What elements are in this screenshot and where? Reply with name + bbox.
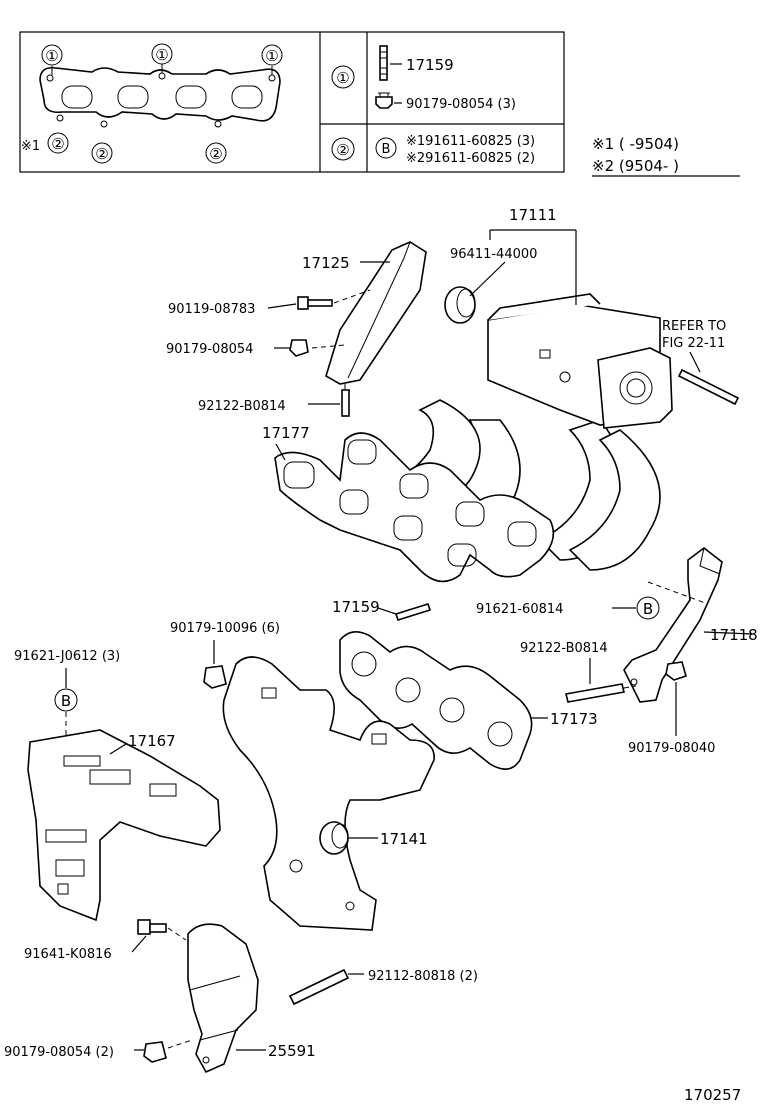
legend-row1-mark: ① bbox=[336, 69, 349, 87]
label-17141: 17141 bbox=[380, 830, 428, 848]
legend-row1-stud: 17159 bbox=[406, 56, 454, 74]
legend-mark-2-mid: ② bbox=[95, 145, 108, 163]
label-96411-44000: 96411-44000 bbox=[450, 247, 537, 262]
legend-row2-b: B bbox=[382, 142, 391, 157]
intake-gasket-17177 bbox=[274, 432, 555, 583]
label-fig-22-11: FIG 22-11 bbox=[662, 336, 725, 351]
nut-90179-a bbox=[289, 339, 309, 357]
label-92112-80818: 92112-80818 (2) bbox=[368, 969, 478, 984]
legend-row2-a: ※191611-60825 (3) bbox=[406, 134, 535, 149]
label-17167: 17167 bbox=[128, 732, 176, 750]
legend-row2-b-text: ※291611-60825 (2) bbox=[406, 151, 535, 166]
legend-circled-marks: ① ① ① ※1 ② ② ② bbox=[21, 43, 283, 164]
label-92122-b0814-a: 92122-B0814 bbox=[198, 399, 286, 414]
note-star2: ※2 (9504- ) bbox=[592, 157, 679, 175]
label-91621-j0612: 91621-J0612 (3) bbox=[14, 649, 120, 664]
label-90119-08783: 90119-08783 bbox=[168, 302, 255, 317]
bolt-91641 bbox=[137, 919, 167, 935]
bolt-90119 bbox=[297, 296, 333, 310]
stud-17159 bbox=[394, 603, 432, 621]
note-star1: ※1 ( -9504) bbox=[592, 135, 679, 153]
heat-insulator-17167 bbox=[27, 729, 221, 922]
legend-mark-2-right: ② bbox=[209, 145, 222, 163]
label-90179-08040: 90179-08040 bbox=[628, 741, 715, 756]
label-90179-08054-2: 90179-08054 (2) bbox=[4, 1045, 114, 1060]
figure-number: 170257 bbox=[684, 1086, 741, 1104]
stud-icon bbox=[379, 45, 388, 81]
plug-96411 bbox=[444, 286, 476, 324]
label-25591: 25591 bbox=[268, 1042, 316, 1060]
legend-mark-2-left: ② bbox=[51, 135, 64, 153]
marker-b-1: B bbox=[643, 600, 653, 618]
nut-icon bbox=[375, 92, 393, 109]
legend-mark-1-tr: ① bbox=[265, 47, 278, 65]
label-17173: 17173 bbox=[550, 710, 598, 728]
label-90179-10096: 90179-10096 (6) bbox=[170, 621, 280, 636]
label-17177: 17177 bbox=[262, 424, 310, 442]
stud-92112 bbox=[288, 968, 350, 1006]
legend-gasket-drawing bbox=[39, 64, 281, 128]
manifold-stay-17125 bbox=[325, 241, 427, 385]
marker-b-2: B bbox=[61, 692, 71, 710]
legend-table: ① ① ① ※1 ② ② ② ① 17159 bbox=[19, 31, 565, 173]
stud-92122-b bbox=[565, 683, 625, 703]
manifold-bracket-17118 bbox=[623, 546, 723, 703]
label-91621-60814: 91621-60814 bbox=[476, 602, 563, 617]
stud-92122-a bbox=[341, 389, 350, 417]
heat-insulator-25591 bbox=[187, 923, 259, 1074]
label-92122-b0814-b: 92122-B0814 bbox=[520, 641, 608, 656]
label-refer-to: REFER TO bbox=[662, 319, 726, 334]
nut-90179-d bbox=[143, 1041, 167, 1063]
legend-mark-1-tl: ① bbox=[45, 47, 58, 65]
nut-90179-c bbox=[665, 661, 687, 681]
stud-refer bbox=[677, 368, 740, 406]
label-90179-08054: 90179-08054 bbox=[166, 342, 253, 357]
legend-mark-1-tc: ① bbox=[155, 46, 168, 64]
label-17125: 17125 bbox=[302, 254, 350, 272]
legend-row2-mark: ② bbox=[336, 141, 349, 159]
label-91641-k0816: 91641-K0816 bbox=[24, 947, 112, 962]
label-17118: 17118 bbox=[710, 626, 758, 644]
legend-row1-nut: 90179-08054 (3) bbox=[406, 97, 516, 112]
legend-star1-label: ※1 bbox=[21, 139, 40, 154]
nut-90179-b bbox=[203, 665, 227, 689]
label-17159: 17159 bbox=[332, 598, 380, 616]
label-17111: 17111 bbox=[509, 206, 557, 224]
